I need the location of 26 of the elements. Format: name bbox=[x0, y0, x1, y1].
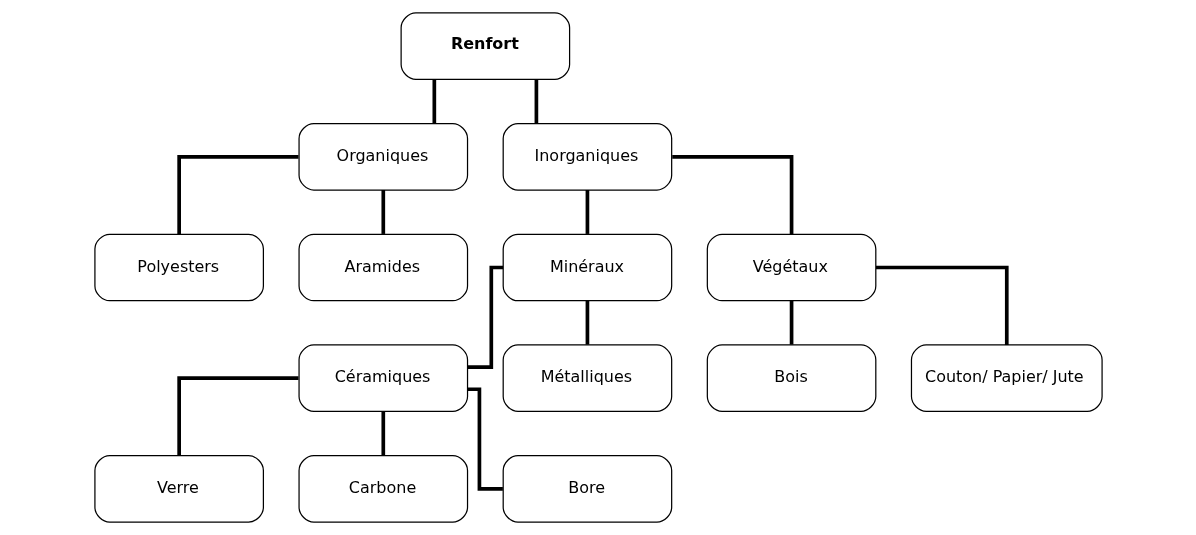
node-box: Polyesters bbox=[93, 233, 264, 302]
node-box: Couton/ Papier/ Jute bbox=[910, 344, 1103, 412]
connector bbox=[875, 265, 1009, 345]
node-box: Renfort bbox=[400, 12, 570, 80]
node-box: Verre bbox=[93, 455, 264, 523]
connector bbox=[467, 265, 503, 369]
connector bbox=[534, 79, 538, 124]
node-box: Bois bbox=[706, 344, 876, 412]
connector bbox=[176, 154, 298, 235]
node-box: Bore bbox=[502, 455, 672, 523]
connector bbox=[671, 154, 793, 235]
node-box: Métalliques bbox=[502, 344, 672, 412]
node-box: Carbone bbox=[297, 455, 468, 523]
node-box: Céramiques bbox=[297, 344, 468, 412]
connector bbox=[789, 300, 793, 345]
connector bbox=[585, 190, 589, 234]
connector bbox=[380, 411, 385, 456]
node-box: Aramides bbox=[297, 233, 468, 302]
connector bbox=[176, 376, 298, 456]
node-box: Végétaux bbox=[706, 233, 876, 302]
node-box: Minéraux bbox=[502, 233, 672, 302]
node-box: Inorganiques bbox=[502, 123, 672, 191]
connector bbox=[380, 190, 385, 234]
connector bbox=[432, 79, 436, 124]
connector bbox=[585, 300, 589, 345]
node-box: Organiques bbox=[297, 123, 468, 191]
